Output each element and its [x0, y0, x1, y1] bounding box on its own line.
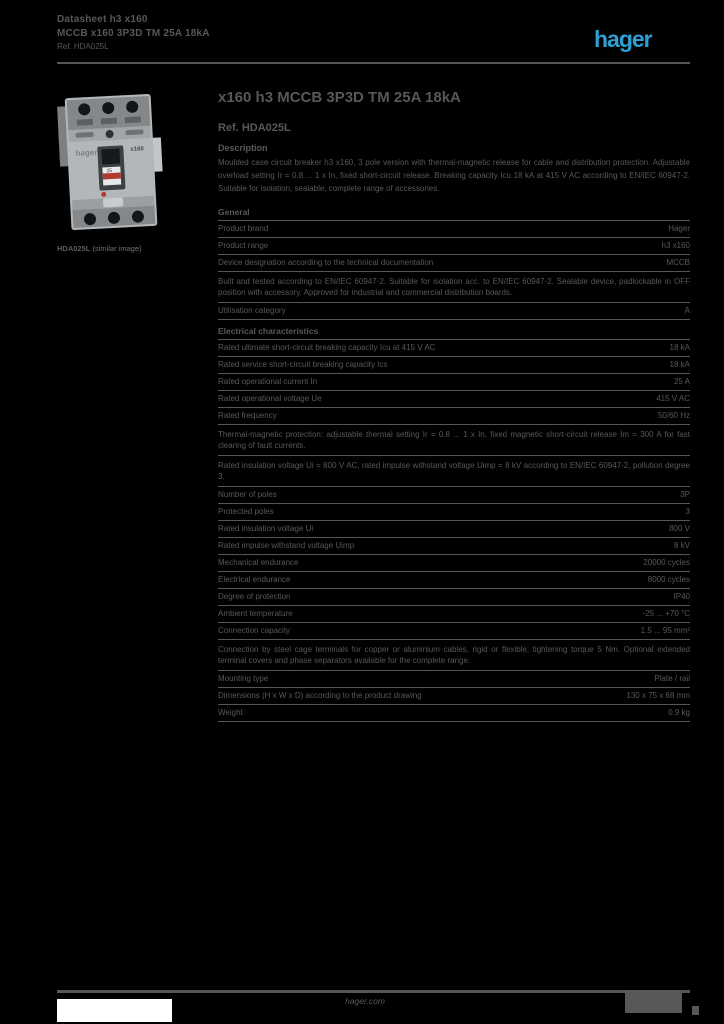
image-caption: HDA025L (similar image): [57, 244, 169, 253]
spec-value: 0.9 kg: [668, 708, 690, 717]
spec-label: Protected poles: [218, 507, 274, 516]
spec-label: Electrical endurance: [218, 575, 291, 584]
spec-row: Utilisation category A: [218, 303, 690, 320]
spec-value: Hager: [668, 224, 690, 233]
device-logo-text: hager: [75, 148, 97, 158]
spec-value: 18 kA: [669, 360, 690, 369]
spec-label: Mounting type: [218, 674, 269, 683]
footer-page-badge: [625, 990, 682, 1013]
spec-row: Protected poles 3: [218, 504, 690, 521]
header-title-line1: Datasheet h3 x160: [57, 14, 148, 25]
footer-corner-mark: [692, 1006, 699, 1015]
device-rating-text: 25: [106, 168, 112, 174]
spec-label: Rated operational voltage Ue: [218, 394, 322, 403]
spec-row: Rated operational current In 25 A: [218, 374, 690, 391]
spec-paragraph: Built and tested according to EN/IEC 609…: [218, 272, 690, 303]
footer-divider: [57, 990, 690, 993]
spec-row: Rated ultimate short-circuit breaking ca…: [218, 340, 690, 357]
spec-label: Degree of protection: [218, 592, 291, 601]
spec-value: 3P: [680, 490, 690, 499]
header-divider: [57, 62, 690, 64]
spec-label: Product brand: [218, 224, 269, 233]
spec-label: Ambient temperature: [218, 609, 293, 618]
spec-value: A: [684, 306, 690, 315]
product-description: Moulded case circuit breaker h3 x160, 3 …: [218, 158, 690, 193]
spec-row: Dimensions (H x W x D) according to the …: [218, 688, 690, 705]
spec-label: Dimensions (H x W x D) according to the …: [218, 691, 422, 700]
spec-row: Device designation according to the tech…: [218, 255, 690, 272]
header-title-line2: MCCB x160 3P3D TM 25A 18kA: [57, 28, 210, 39]
content-column: x160 h3 MCCB 3P3D TM 25A 18kA Ref. HDA02…: [218, 88, 690, 722]
spec-row: Degree of protection IP40: [218, 589, 690, 606]
spec-label: Device designation according to the tech…: [218, 258, 434, 267]
spec-value: 20000 cycles: [643, 558, 690, 567]
spec-value: 18 kA: [669, 343, 690, 352]
spec-label: Number of poles: [218, 490, 277, 499]
spec-value: h3 x160: [661, 241, 690, 250]
spec-label: Connection capacity: [218, 626, 291, 635]
spec-paragraph: Thermal-magnetic protection: adjustable …: [218, 425, 690, 456]
spec-row: Rated insulation voltage Ui 800 V: [218, 521, 690, 538]
footer-logo-box: [57, 999, 172, 1022]
spec-value: Plate / rail: [654, 674, 690, 683]
device-model-text: x160: [130, 146, 144, 153]
product-reference: Ref. HDA025L: [218, 122, 291, 134]
spec-row: Product brand Hager: [218, 221, 690, 238]
spec-paragraph: Connection by steel cage terminals for c…: [218, 640, 690, 671]
spec-value: 25 A: [673, 377, 690, 386]
spec-row: Rated impulse withstand voltage Uimp 8 kV: [218, 538, 690, 555]
spec-label: Rated operational current In: [218, 377, 318, 386]
spec-value: 800 V: [669, 524, 690, 533]
image-caption-note: (similar image): [92, 244, 142, 253]
spec-row: Weight 0.9 kg: [218, 705, 690, 722]
spec-value: 1.5 ... 95 mm²: [640, 626, 690, 635]
spec-row: Number of poles 3P: [218, 487, 690, 504]
spec-label: Rated impulse withstand voltage Uimp: [218, 541, 355, 550]
product-image: hager x160 25: [57, 93, 163, 231]
spec-row: Mechanical endurance 20000 cycles: [218, 555, 690, 572]
spec-label: Rated insulation voltage Ui: [218, 524, 314, 533]
spec-row: Rated frequency 50/60 Hz: [218, 408, 690, 425]
header-reference: Ref. HDA025L: [57, 42, 109, 51]
spec-value: 8000 cycles: [647, 575, 690, 584]
spec-row: Connection capacity 1.5 ... 95 mm²: [218, 623, 690, 640]
spec-row: Rated operational voltage Ue 415 V AC: [218, 391, 690, 408]
spec-label: Product range: [218, 241, 269, 250]
spec-value: 415 V AC: [656, 394, 690, 403]
spec-row: Electrical endurance 8000 cycles: [218, 572, 690, 589]
spec-label: Weight: [218, 708, 243, 717]
spec-value: 3: [685, 507, 690, 516]
spec-row: Mounting type Plate / rail: [218, 671, 690, 688]
description-heading: Description: [218, 143, 268, 153]
spec-value: -25 ... +70 °C: [642, 609, 690, 618]
spec-value: 8 kV: [673, 541, 690, 550]
spec-value: 130 x 75 x 68 mm: [626, 691, 690, 700]
spec-paragraph: Rated insulation voltage Ui = 800 V AC, …: [218, 456, 690, 487]
spec-row: Rated service short-circuit breaking cap…: [218, 357, 690, 374]
image-caption-ref: HDA025L: [57, 244, 91, 253]
spec-label: Rated frequency: [218, 411, 277, 420]
hager-logo: hager: [594, 26, 653, 52]
spec-value: MCCB: [666, 258, 690, 267]
spec-label: Rated service short-circuit breaking cap…: [218, 360, 388, 369]
product-title: x160 h3 MCCB 3P3D TM 25A 18kA: [218, 89, 461, 106]
spec-value: 50/60 Hz: [657, 411, 690, 420]
spec-value: IP40: [673, 592, 690, 601]
spec-section-header: Electrical characteristics: [218, 320, 690, 340]
spec-row: Ambient temperature -25 ... +70 °C: [218, 606, 690, 623]
header: Datasheet h3 x160 MCCB x160 3P3D TM 25A …: [57, 13, 477, 53]
footer-website: hager.com: [345, 996, 385, 1006]
trip-indicator: [101, 191, 107, 197]
spec-row: Product range h3 x160: [218, 238, 690, 255]
product-image-column: hager x160 25 HDA025L (simila: [57, 90, 169, 253]
spec-section-header: General: [218, 201, 690, 221]
spec-label: Rated ultimate short-circuit breaking ca…: [218, 343, 436, 352]
spec-label: Utilisation category: [218, 306, 286, 315]
spec-label: Mechanical endurance: [218, 558, 299, 567]
